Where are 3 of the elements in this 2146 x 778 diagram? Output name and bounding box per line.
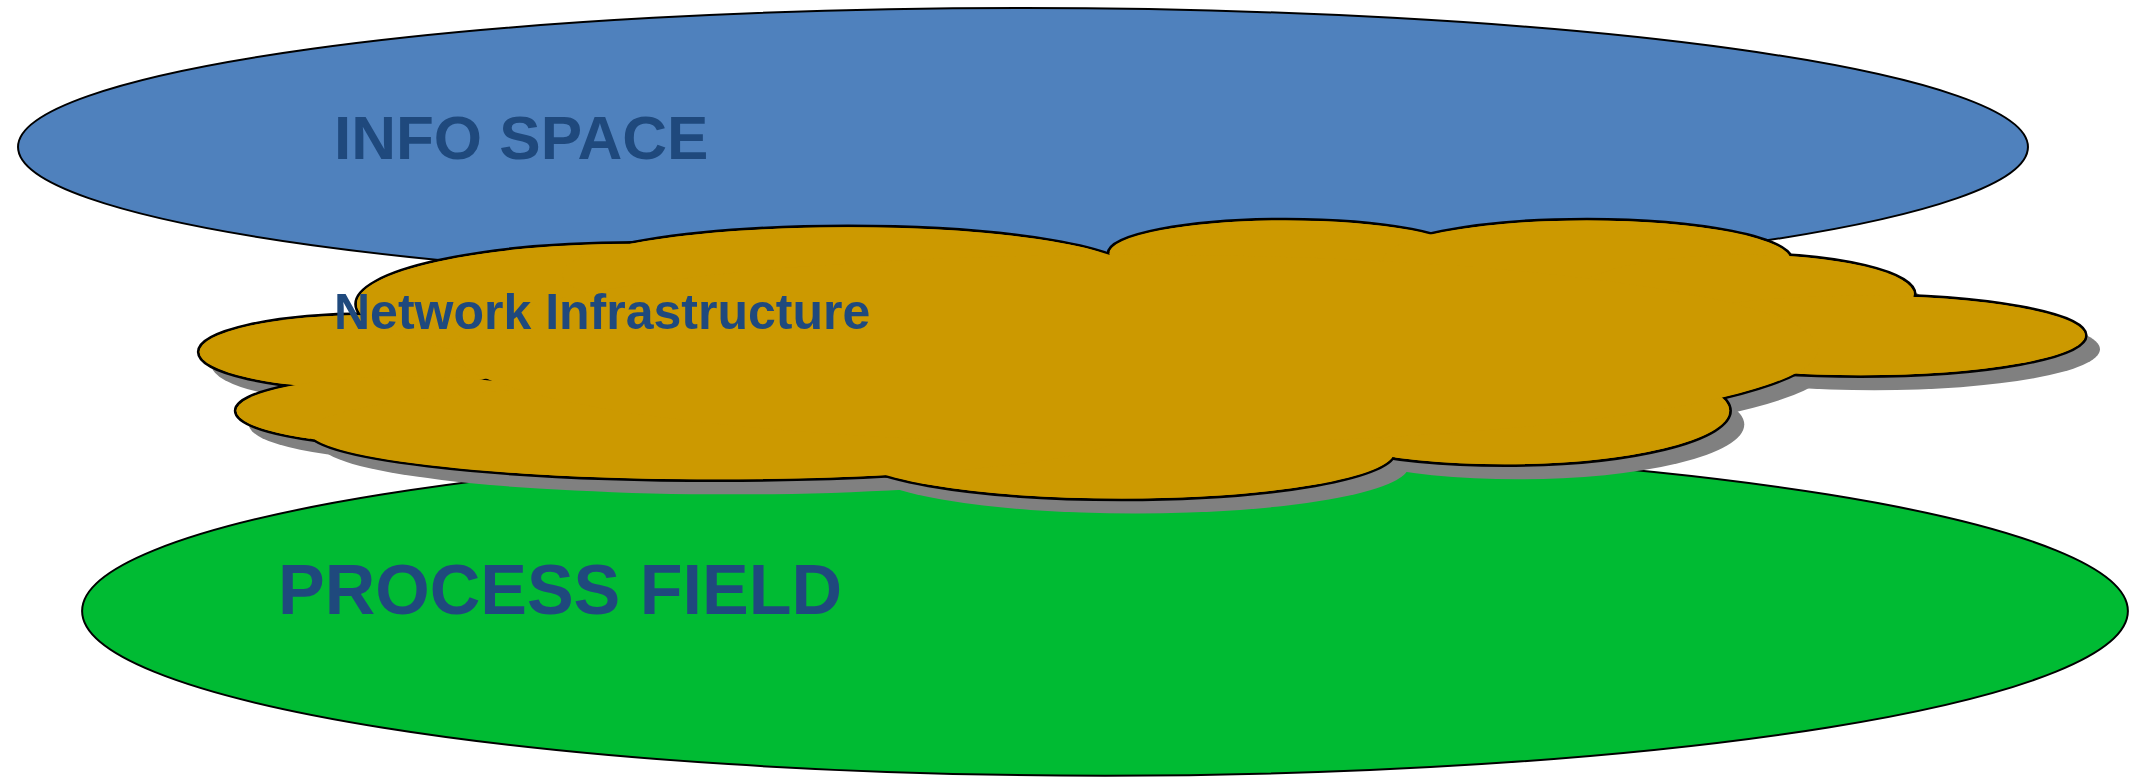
region-label: PROCESS FIELD — [278, 555, 842, 625]
region-label: Network Infrastructure — [334, 287, 871, 337]
region-label: INFO SPACE — [334, 107, 709, 169]
